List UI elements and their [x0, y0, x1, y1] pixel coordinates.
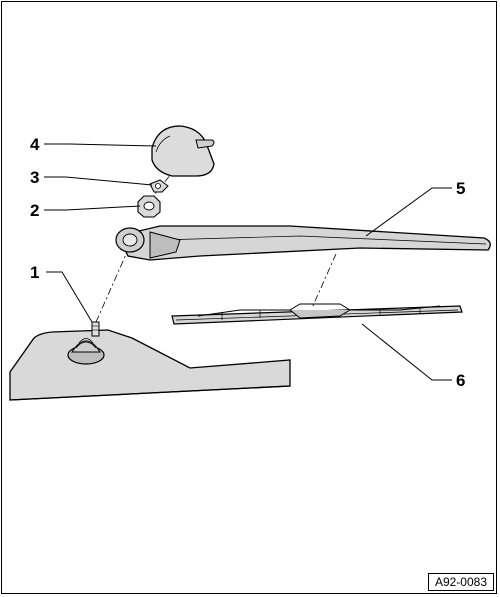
leader-2: [44, 205, 141, 211]
nut: [137, 195, 161, 218]
callout-3: 3: [30, 168, 39, 187]
tailgate-panel: [9, 329, 291, 401]
callout-1: 1: [30, 263, 39, 282]
assembly-axis-spindle: [95, 249, 129, 323]
leader-1: [46, 271, 93, 323]
leader-lines: [44, 143, 452, 381]
callout-2: 2: [30, 201, 39, 220]
assembly-axis-blade: [311, 253, 337, 309]
callout-4: 4: [30, 135, 40, 154]
wiper-arm: [115, 225, 491, 261]
callout-5: 5: [456, 179, 465, 198]
callout-6: 6: [456, 371, 465, 390]
leader-4: [44, 143, 157, 147]
cover-cap: [151, 125, 215, 177]
wiper-blade: [171, 303, 463, 325]
washer: [149, 179, 169, 193]
leader-5: [365, 187, 452, 237]
leader-6: [361, 323, 452, 381]
wiper-spindle-grommet: [67, 321, 105, 365]
leader-3: [44, 176, 153, 186]
figure-reference-code: A92-0083: [427, 573, 494, 591]
